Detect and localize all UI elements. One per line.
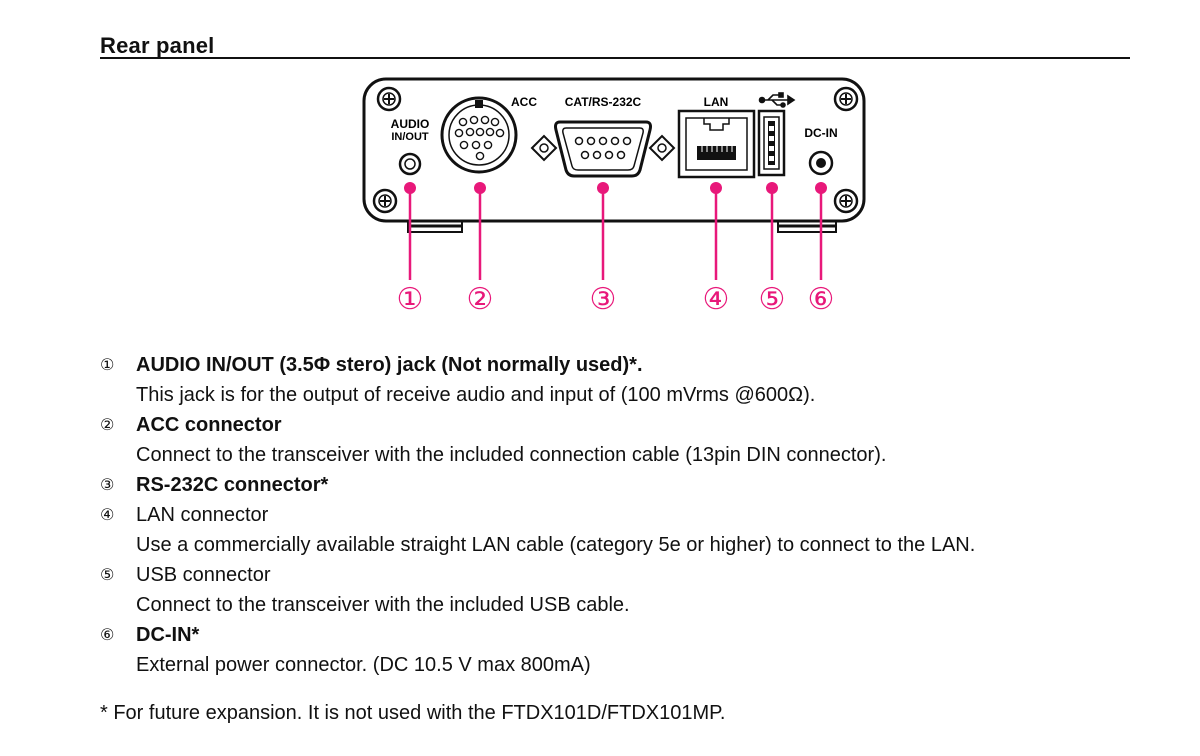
item-title: AUDIO IN/OUT (3.5Φ stero) jack (Not norm… [136, 354, 643, 376]
callout-dot [815, 182, 827, 194]
heading-underline [100, 57, 1130, 59]
callout-number: ③ [590, 282, 617, 317]
list-item-header: ③ RS-232C connector* [96, 470, 1156, 500]
dc-in-jack-icon [808, 150, 834, 176]
callout-dot [474, 182, 486, 194]
item-description: Connect to the transceiver with the incl… [136, 444, 887, 466]
lan-rj45-port-icon [677, 109, 756, 179]
section-heading: Rear panel [100, 33, 215, 58]
list-item: ① AUDIO IN/OUT (3.5Φ stero) jack (Not nor… [96, 350, 1156, 410]
connector-description-list: ① AUDIO IN/OUT (3.5Φ stero) jack (Not nor… [96, 350, 1156, 680]
item-description: Use a commercially available straight LA… [136, 534, 976, 556]
list-item: ⑥ DC-IN* External power connector. (DC 10.… [96, 620, 1156, 680]
screw-icon [376, 86, 402, 112]
item-title: DC-IN* [136, 624, 200, 646]
list-item-header: ① AUDIO IN/OUT (3.5Φ stero) jack (Not nor… [96, 350, 1156, 380]
item-number: ④ [100, 505, 115, 524]
item-description: Connect to the transceiver with the incl… [136, 594, 630, 616]
item-title: USB connector [136, 564, 271, 586]
callout-number: ④ [703, 282, 730, 317]
item-number: ① [100, 355, 115, 374]
usb-port-icon [757, 109, 786, 177]
callout-number: ⑤ [759, 282, 786, 317]
callout-dot [766, 182, 778, 194]
callout-number: ⑥ [808, 282, 835, 317]
audio-jack-icon [398, 152, 422, 176]
list-item-header: ⑤ USB connector [96, 560, 1156, 590]
callout-dot [710, 182, 722, 194]
audio-label: IN/OUT [391, 131, 429, 143]
list-item-header: ② ACC connector [96, 410, 1156, 440]
item-number: ⑤ [100, 565, 115, 584]
dcin-label: DC-IN [804, 126, 837, 140]
callout-dot [404, 182, 416, 194]
callout-number: ① [397, 282, 424, 317]
screw-icon [372, 188, 398, 214]
item-number: ⑥ [100, 625, 115, 644]
rs232c-db9-connector-icon [530, 120, 676, 178]
item-title: ACC connector [136, 414, 282, 436]
list-item: ③ RS-232C connector* [96, 470, 1156, 500]
screw-icon [833, 86, 859, 112]
acc-din-connector-icon [440, 96, 518, 174]
item-title: RS-232C connector* [136, 474, 329, 496]
item-number: ② [100, 415, 115, 434]
screw-icon [833, 188, 859, 214]
lan-label: LAN [704, 95, 729, 109]
callout-dot [597, 182, 609, 194]
item-number: ③ [100, 475, 115, 494]
footnote: * For future expansion. It is not used w… [100, 702, 726, 724]
acc-label: ACC [511, 95, 537, 109]
cat-label: CAT/RS-232C [565, 95, 642, 109]
usb-symbol-icon [758, 92, 796, 108]
audio-label: AUDIO [391, 117, 430, 131]
callout-number: ② [467, 282, 494, 317]
list-item-header: ⑥ DC-IN* [96, 620, 1156, 650]
item-description: External power connector. (DC 10.5 V max… [136, 654, 591, 676]
item-title: LAN connector [136, 504, 269, 526]
rear-panel-diagram: AUDIO IN/OUT ACC CAT/RS-232C LAN DC-IN [362, 77, 866, 317]
list-item-header: ④ LAN connector [96, 500, 1156, 530]
item-description: This jack is for the output of receive a… [136, 384, 816, 406]
